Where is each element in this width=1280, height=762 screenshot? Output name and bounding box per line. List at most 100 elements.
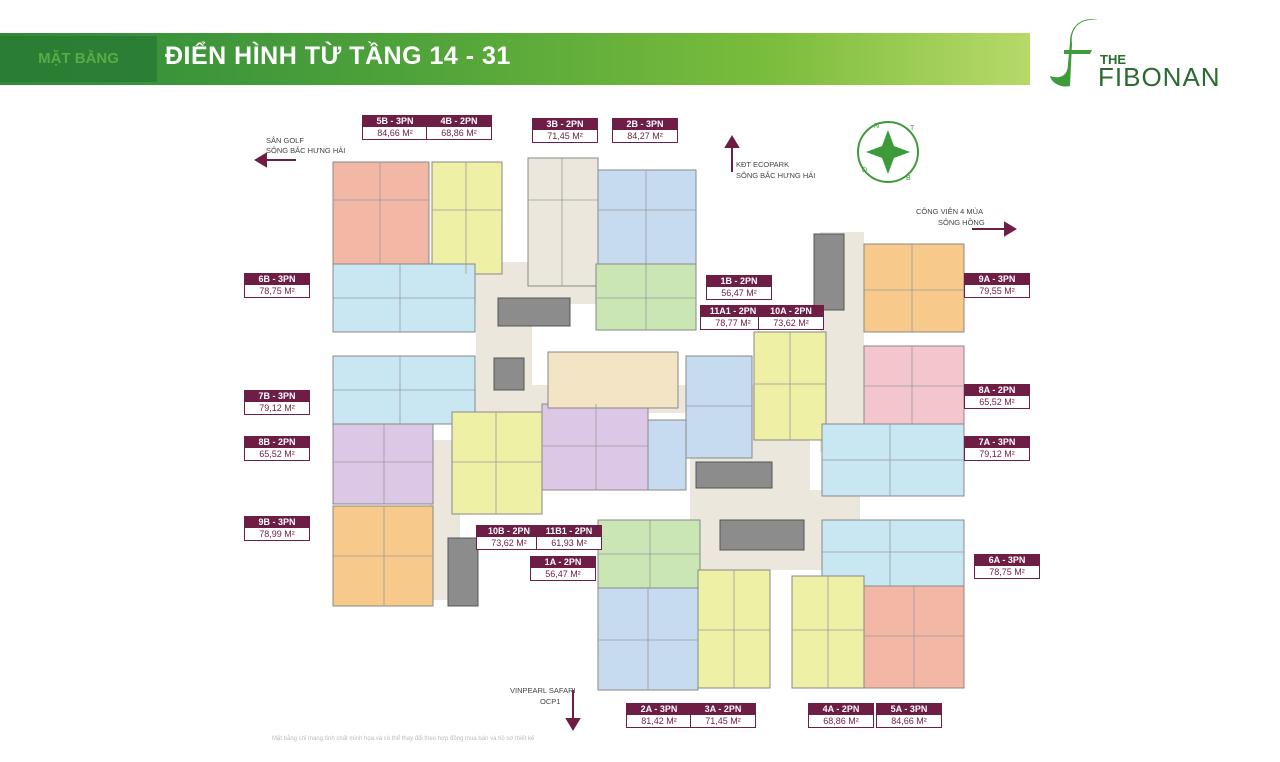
unit-name: 6B - 3PN — [244, 273, 310, 285]
unit-area: 68,86 M² — [808, 715, 874, 728]
direction-park: CÔNG VIÊN 4 MÙA — [916, 207, 984, 216]
unit-name: 11B1 - 2PN — [536, 525, 602, 537]
unit-area: 79,12 M² — [244, 402, 310, 415]
unit-name: 4A - 2PN — [808, 703, 874, 715]
unit-area: 56,47 M² — [706, 287, 772, 300]
unit-area: 84,27 M² — [612, 130, 678, 143]
direction-river-left: SÔNG BẮC HƯNG HẢI — [266, 146, 346, 155]
direction-river-top: SÔNG BẮC HƯNG HẢI — [736, 171, 816, 180]
unit-area: 56,47 M² — [530, 568, 596, 581]
unit-name: 4B - 2PN — [426, 115, 492, 127]
direction-golf: SÂN GOLF — [266, 136, 304, 145]
unit-8a — [863, 345, 965, 425]
elevator-cores — [447, 233, 845, 607]
unit-name: 1B - 2PN — [706, 275, 772, 287]
unit-area: 73,62 M² — [758, 317, 824, 330]
unit-name: 11A1 - 2PN — [700, 305, 766, 317]
compass-icon: N T B Đ — [857, 121, 919, 183]
direction-red-river: SÔNG HỒNG — [938, 218, 985, 227]
unit-name: 2B - 3PN — [612, 118, 678, 130]
unit-name: 2A - 3PN — [626, 703, 692, 715]
direction-safari: VINPEARL SAFARI — [510, 686, 576, 695]
unit-11b1 — [541, 403, 649, 491]
footnote: Mặt bằng chỉ mang tính chất minh họa và … — [272, 736, 535, 742]
unit-area: 68,86 M² — [426, 127, 492, 140]
unit-area: 78,75 M² — [974, 566, 1040, 579]
unit-name: 8B - 2PN — [244, 436, 310, 448]
unit-area: 71,45 M² — [690, 715, 756, 728]
title-banner — [0, 33, 1030, 85]
banner-tag: MẶT BẰNG — [0, 36, 157, 82]
fibonan-logo-icon — [1050, 19, 1098, 87]
unit-name: 5A - 3PN — [876, 703, 942, 715]
unit-name: 10B - 2PN — [476, 525, 542, 537]
unit-name: 1A - 2PN — [530, 556, 596, 568]
direction-ecopark: KĐT ECOPARK — [736, 160, 790, 169]
unit-area: 65,52 M² — [964, 396, 1030, 409]
unit-11b1-b — [647, 419, 687, 491]
direction-arrows — [254, 135, 1017, 731]
unit-4b — [431, 161, 503, 275]
unit-6a — [821, 519, 965, 587]
unit-area: 81,42 M² — [626, 715, 692, 728]
room-lines — [333, 158, 964, 690]
unit-2b — [597, 169, 697, 265]
compass-b: B — [906, 175, 911, 182]
unit-9a — [863, 243, 965, 333]
unit-name: 8A - 2PN — [964, 384, 1030, 396]
unit-area: 78,75 M² — [244, 285, 310, 298]
compass-n: N — [874, 123, 879, 130]
compass-d: Đ — [862, 167, 867, 174]
unit-area: 78,77 M² — [700, 317, 766, 330]
unit-8b — [332, 423, 434, 505]
unit-name: 3B - 2PN — [532, 118, 598, 130]
unit-area: 73,62 M² — [476, 537, 542, 550]
unit-10b — [451, 411, 543, 515]
unit-name: 5B - 3PN — [362, 115, 428, 127]
unit-name: 7A - 3PN — [964, 436, 1030, 448]
unit-11a1 — [685, 355, 753, 459]
direction-ocp: OCP1 — [540, 697, 561, 706]
unit-name: 9B - 3PN — [244, 516, 310, 528]
page-title: ĐIỂN HÌNH TỪ TẦNG 14 - 31 — [165, 42, 511, 70]
unit-area: 79,12 M² — [964, 448, 1030, 461]
logo-name: FIBONAN — [1098, 62, 1221, 92]
unit-name: 7B - 3PN — [244, 390, 310, 402]
unit-5b — [332, 161, 430, 265]
unit-area: 84,66 M² — [876, 715, 942, 728]
unit-name: 9A - 3PN — [964, 273, 1030, 285]
compass-t: T — [910, 125, 915, 132]
unit-area: 79,55 M² — [964, 285, 1030, 298]
unit-area: 71,45 M² — [532, 130, 598, 143]
unit-area: 78,99 M² — [244, 528, 310, 541]
unit-area: 61,93 M² — [536, 537, 602, 550]
logo-the: THE — [1100, 52, 1126, 67]
unit-blocks — [332, 157, 965, 691]
unit-centre — [547, 351, 679, 409]
unit-name: 6A - 3PN — [974, 554, 1040, 566]
unit-area: 84,66 M² — [362, 127, 428, 140]
